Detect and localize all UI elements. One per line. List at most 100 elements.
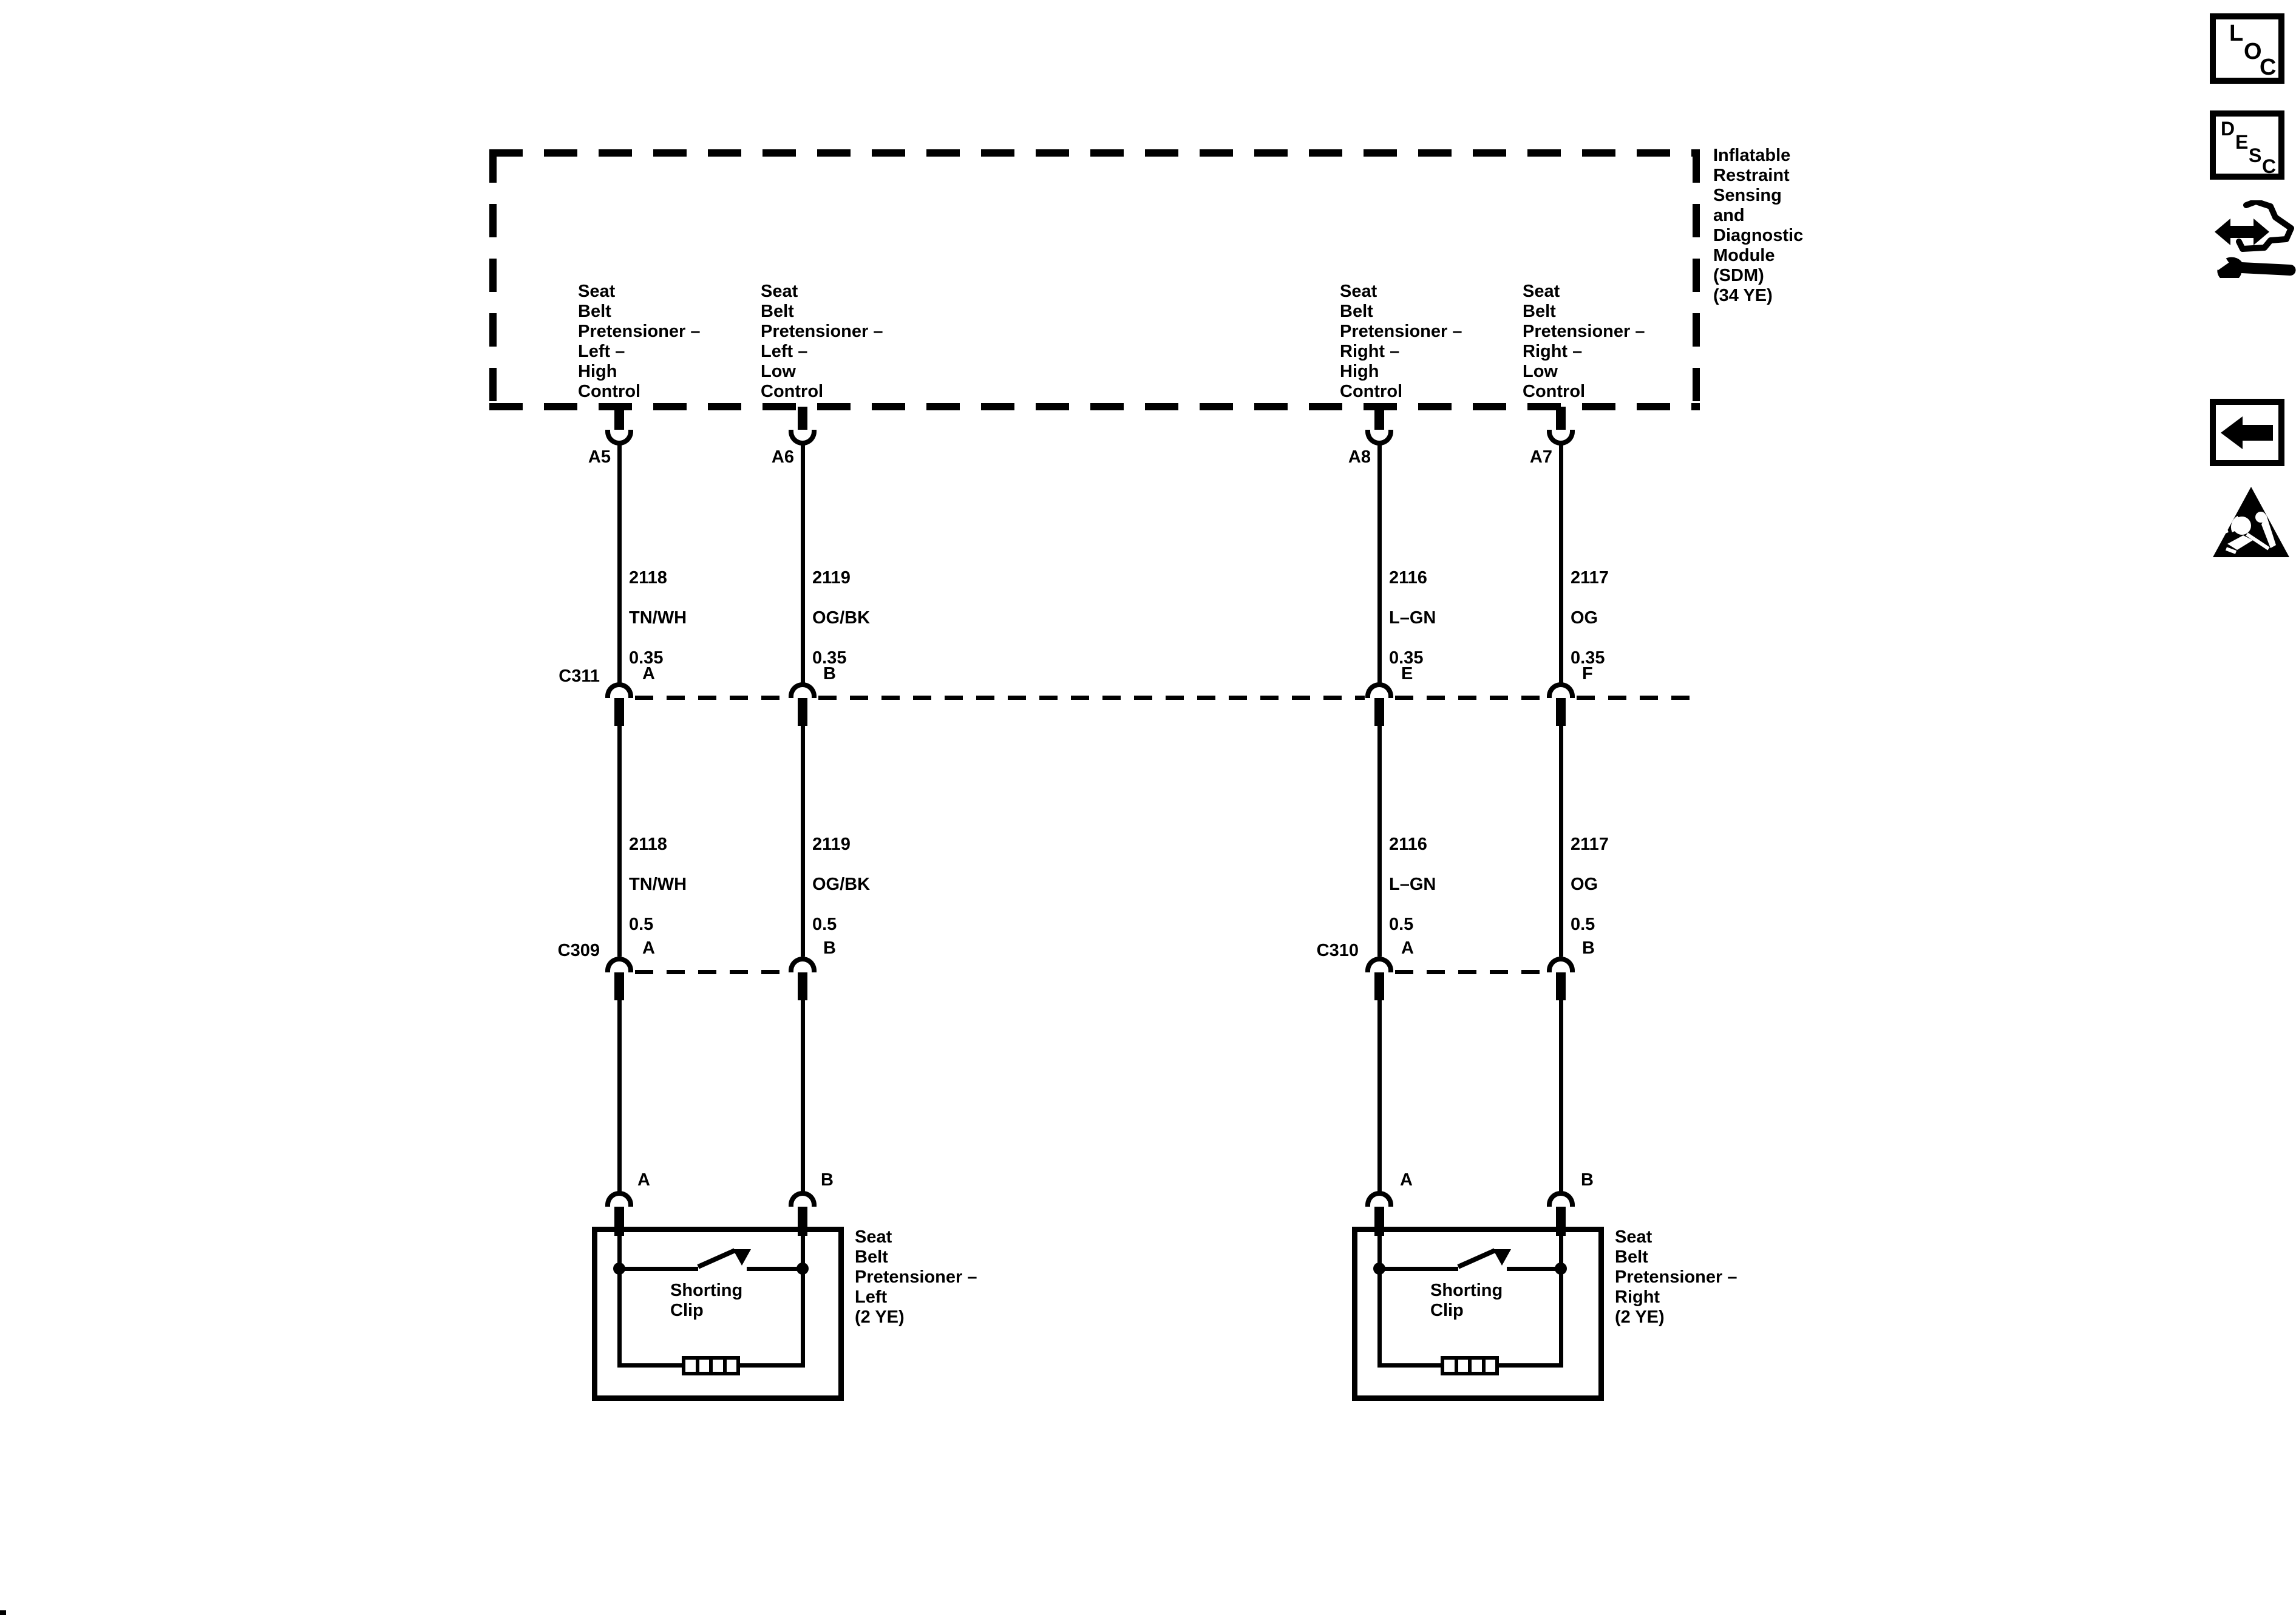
pretensioner-squib-symbol <box>682 1356 740 1375</box>
squib-loop-line <box>1379 1363 1441 1368</box>
back-arrow-icon <box>2221 416 2243 449</box>
left-pretensioner-pin-b: B <box>821 1170 834 1190</box>
c310-terminal-symbol <box>1365 957 1393 972</box>
c311-terminal-stub <box>798 698 807 726</box>
wire-color: OG/BK <box>812 608 871 628</box>
wire-2117-lower <box>1559 1000 1563 1193</box>
wire-gauge: 0.5 <box>1389 915 1414 934</box>
desc-letter: S <box>2249 144 2262 166</box>
c311-pin-f: F <box>1582 664 1593 683</box>
pretensioner-terminal-symbol <box>789 1191 817 1207</box>
right-shorting-clip-label: Shorting Clip <box>1430 1281 1503 1320</box>
wire-gauge: 0.5 <box>1571 915 1595 934</box>
desc-letter: E <box>2235 131 2249 153</box>
pretensioner-terminal-symbol <box>1547 1191 1575 1207</box>
desc-letter: C <box>2262 155 2277 177</box>
wire-label: 2117 OG 0.5 <box>1571 815 1609 955</box>
sdm-pin-stub <box>798 407 807 432</box>
wire-color: TN/WH <box>629 608 687 628</box>
right-pretensioner-pin-b: B <box>1581 1170 1594 1190</box>
sdm-pin-id-a5: A5 <box>588 447 611 467</box>
c310-terminal-stub <box>1374 972 1384 1000</box>
left-clip-wire <box>617 1232 622 1368</box>
wire-color: TN/WH <box>629 875 687 894</box>
wire-color: L–GN <box>1389 608 1436 628</box>
wire-gauge: 0.35 <box>629 648 664 668</box>
sdm-pin-socket-symbol <box>789 430 817 446</box>
wire-color: OG <box>1571 875 1598 894</box>
wire-2118-upper <box>617 444 622 683</box>
sdm-pin-id-a8: A8 <box>1348 447 1371 467</box>
sdm-pin-function-right-low: Seat Belt Pretensioner – Right – Low Con… <box>1523 282 1645 401</box>
sdm-box-border-bottom <box>489 403 1700 410</box>
c311-connector-line <box>635 696 788 700</box>
sdm-box-border-top <box>489 149 1700 157</box>
circuit-number: 2119 <box>812 835 851 854</box>
sdm-pin-function-left-high: Seat Belt Pretensioner – Left – High Con… <box>578 282 701 401</box>
wire-2118-mid <box>617 726 622 957</box>
circuit-number: 2116 <box>1389 835 1427 854</box>
wire-gauge: 0.35 <box>1571 648 1605 668</box>
c309-terminal-stub <box>798 972 807 1000</box>
left-pretensioner-name: Seat Belt Pretensioner – Left (2 YE) <box>855 1227 977 1327</box>
sdm-pin-socket-symbol <box>605 430 633 446</box>
shorting-clip-actuator-arrow <box>733 1249 751 1266</box>
squib-loop-line <box>1499 1363 1563 1368</box>
c310-terminal-stub <box>1556 972 1566 1000</box>
left-clip-wire <box>801 1232 805 1368</box>
loc-letter: L <box>2229 21 2244 46</box>
loc-letter: C <box>2260 55 2277 80</box>
c310-pin-b: B <box>1582 938 1595 958</box>
sdm-box-border-right <box>1693 149 1700 410</box>
sdm-pin-socket-symbol <box>1547 430 1575 446</box>
shorting-clip-actuator-arrow <box>1493 1249 1511 1266</box>
c309-connector-line <box>635 970 788 974</box>
right-pretensioner-pin-a: A <box>1400 1170 1413 1190</box>
desc-letter: D <box>2221 118 2235 140</box>
remove-replace-icon[interactable] <box>2211 200 2296 278</box>
squib-loop-line <box>619 1363 682 1368</box>
c309-terminal-stub <box>614 972 624 1000</box>
left-pretensioner-box <box>592 1227 844 1401</box>
sdm-pin-stub <box>1374 407 1384 432</box>
c311-terminal-stub <box>1374 698 1384 726</box>
c311-pin-a: A <box>642 664 655 683</box>
connector-id-c310: C310 <box>1316 941 1359 960</box>
wire-label: 2116 L–GN 0.35 <box>1389 548 1436 688</box>
c311-connector-line <box>818 696 1365 700</box>
scan-artifact <box>0 1610 6 1615</box>
sdm-pin-id-a6: A6 <box>771 447 794 467</box>
wire-2116-upper <box>1377 444 1382 683</box>
shorting-clip-contact-line <box>747 1267 803 1271</box>
c309-terminal-symbol <box>789 957 817 972</box>
wire-gauge: 0.35 <box>812 648 847 668</box>
connector-id-c309: C309 <box>557 941 600 960</box>
sdm-pin-function-right-high: Seat Belt Pretensioner – Right – High Co… <box>1340 282 1462 401</box>
c311-pin-e: E <box>1401 664 1413 683</box>
wire-color: L–GN <box>1389 875 1436 894</box>
wire-2118-lower <box>617 1000 622 1193</box>
sdm-pin-stub <box>1556 407 1566 432</box>
circuit-number: 2117 <box>1571 835 1609 854</box>
circuit-number: 2118 <box>629 835 667 854</box>
sdm-pin-function-left-low: Seat Belt Pretensioner – Left – Low Cont… <box>761 282 883 401</box>
c309-terminal-symbol <box>605 957 633 972</box>
wire-gauge: 0.35 <box>1389 648 1424 668</box>
wire-2117-upper <box>1559 444 1563 683</box>
c311-connector-line <box>1577 696 1692 700</box>
sdm-pin-id-a7: A7 <box>1529 447 1552 467</box>
wire-gauge: 0.5 <box>629 915 654 934</box>
srs-warning-icon <box>2213 487 2289 557</box>
connector-id-c311: C311 <box>559 666 600 686</box>
shorting-clip-contact-line <box>1507 1267 1563 1271</box>
loc-button[interactable]: L O C <box>2210 13 2284 84</box>
back-button[interactable] <box>2210 399 2284 466</box>
c311-pin-b: B <box>823 664 836 683</box>
wire-label: 2117 OG 0.35 <box>1571 548 1609 688</box>
wire-2119-lower <box>801 1000 805 1193</box>
circuit-number: 2118 <box>629 568 667 588</box>
desc-button[interactable]: D E S C <box>2210 110 2284 180</box>
left-shorting-clip-label: Shorting Clip <box>670 1281 743 1320</box>
sdm-pin-stub <box>614 407 624 432</box>
